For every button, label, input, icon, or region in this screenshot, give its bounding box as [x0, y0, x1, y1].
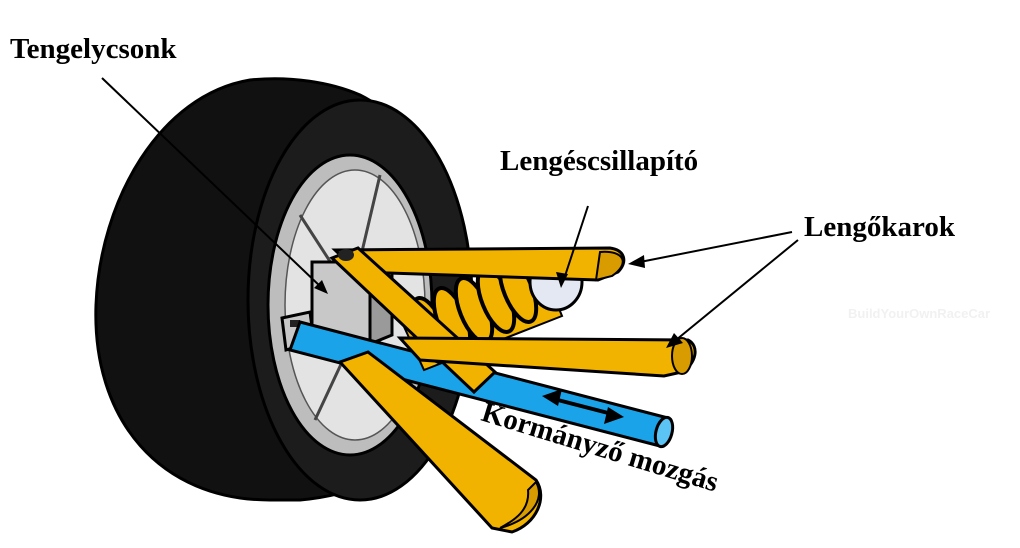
shock-pointer-head — [556, 272, 568, 288]
label-stub-axle: Tengelycsonk — [10, 33, 177, 65]
label-control-arms: Lengőkarok — [804, 211, 956, 243]
lower-arm-rear — [396, 336, 697, 378]
steering-arrow-head-left — [542, 389, 562, 406]
leader-lines — [101, 77, 799, 348]
lower-arm-leg — [337, 350, 543, 534]
rim-spoke — [358, 174, 382, 261]
lower-arm-leg-end — [499, 480, 540, 529]
control-arm-pointer-lower — [675, 239, 799, 341]
control-arm-pointer-upper-head — [628, 255, 645, 268]
stub-axle-pointer — [101, 77, 323, 289]
upper-arm-bushing — [338, 249, 354, 261]
shock-pointer — [564, 205, 589, 277]
label-shock-absorber: Lengéscsillapító — [500, 145, 698, 177]
tie-rod-end — [653, 415, 675, 449]
steering-arrow-shaft — [553, 397, 613, 416]
lower-control-arm — [337, 336, 697, 534]
upper-arm-end — [594, 250, 624, 282]
steering-arrow-head-right — [604, 407, 624, 424]
steering-arm-bolt — [290, 320, 300, 327]
stub-axle-pointer-head — [314, 280, 328, 294]
control-arm-pointer-lower-head — [666, 333, 683, 348]
control-arm-pointer-upper — [639, 231, 793, 263]
watermark: BuildYourOwnRaceCar — [848, 306, 990, 321]
lower-arm-end — [671, 337, 693, 375]
